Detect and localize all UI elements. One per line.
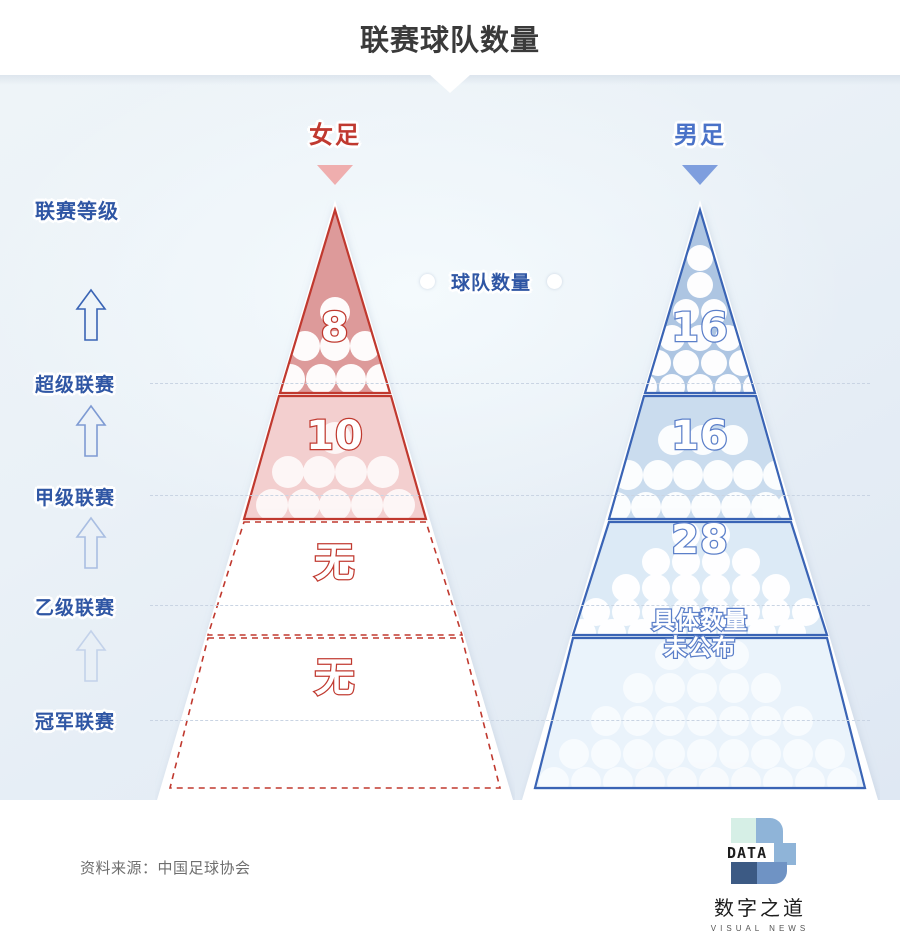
gender-label-women: 女足 bbox=[309, 122, 361, 149]
legend-dot-right-icon bbox=[547, 274, 563, 289]
guide-line-tier-3 bbox=[150, 605, 870, 606]
up-arrow-icon-3 bbox=[75, 516, 107, 569]
axis-title-league-level: 联赛等级 bbox=[35, 201, 119, 223]
legend-dot-left-icon bbox=[420, 274, 435, 289]
guide-line-tier-1 bbox=[150, 383, 870, 384]
tier-label-super-league: 超级联赛 bbox=[35, 375, 116, 396]
up-arrow-icon-1 bbox=[75, 288, 107, 341]
logo-brand-en: VISUAL NEWS bbox=[710, 924, 810, 933]
tier-label-second-league: 乙级联赛 bbox=[35, 598, 116, 619]
pyramid-men-shape bbox=[522, 200, 878, 800]
gender-marker-men-icon bbox=[682, 165, 718, 185]
logo-data-text: DATA bbox=[727, 844, 768, 862]
logo-d-mark-icon: DATA bbox=[719, 818, 801, 884]
logo-block-mid-blue bbox=[757, 862, 787, 884]
up-arrow-icon-2 bbox=[75, 404, 107, 457]
logo-block-light-blue bbox=[756, 818, 783, 843]
gender-label-men: 男足 bbox=[674, 122, 726, 149]
tier-label-champion-league: 冠军联赛 bbox=[35, 712, 116, 733]
legend-label: 球队数量 bbox=[451, 273, 532, 294]
logo-brand-cn: 数字之道 bbox=[714, 898, 806, 920]
logo-block-dark-blue bbox=[731, 862, 757, 884]
chart-canvas: 联赛等级 球队数量 超级联赛 甲级联赛 乙级联赛 冠军联赛 女足 bbox=[0, 75, 900, 800]
logo-block-right-blue bbox=[774, 843, 796, 865]
guide-line-tier-4 bbox=[150, 720, 870, 721]
pyramid-women: 女足 bbox=[155, 75, 515, 800]
header-notch-triangle bbox=[430, 75, 470, 93]
logo-block-mint bbox=[731, 818, 756, 843]
tier-label-first-league: 甲级联赛 bbox=[35, 488, 116, 509]
legend: 球队数量 bbox=[420, 268, 563, 295]
guide-line-tier-2 bbox=[150, 495, 870, 496]
page-header: 联赛球队数量 bbox=[0, 0, 900, 75]
page-footer: 资料来源：中国足球协会 DATA 数字之道 VISUAL NEWS bbox=[0, 800, 900, 949]
gender-marker-women-icon bbox=[317, 165, 353, 185]
page-title: 联赛球队数量 bbox=[359, 24, 540, 57]
brand-logo: DATA 数字之道 VISUAL NEWS bbox=[700, 818, 820, 933]
pyramid-women-shape bbox=[157, 200, 513, 800]
source-attribution: 资料来源：中国足球协会 bbox=[80, 860, 251, 877]
up-arrow-icon-4 bbox=[75, 629, 107, 682]
pyramid-men: 男足 bbox=[520, 75, 880, 800]
